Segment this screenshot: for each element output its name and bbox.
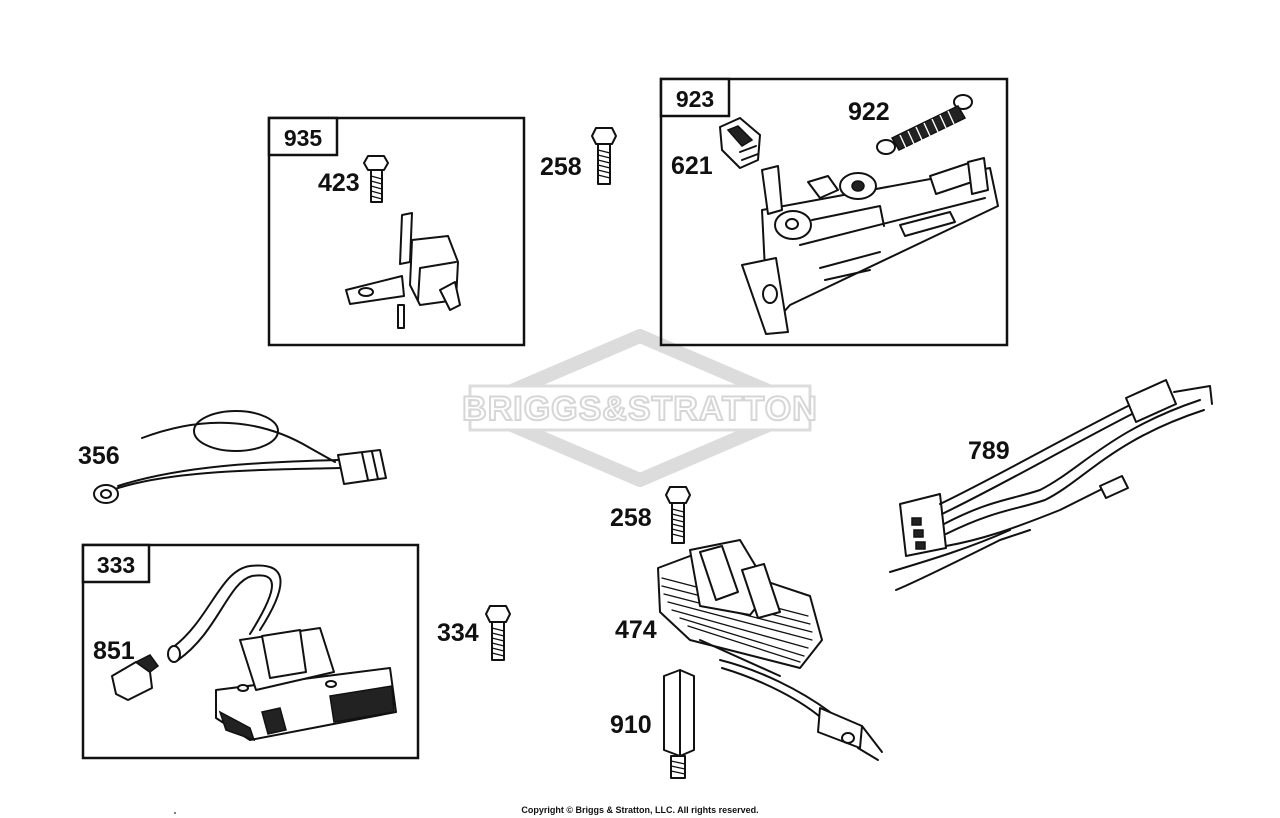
briggs-stratton-logo: BRIGGS&STRATTON	[461, 329, 818, 487]
box-label-923: 923	[676, 86, 714, 112]
box-935: 935	[267, 116, 526, 347]
callout-621: 621	[671, 152, 713, 180]
bolt-258-lower	[665, 486, 691, 544]
callout-789: 789	[968, 437, 1010, 465]
box-label-333: 333	[97, 552, 135, 578]
armature-333	[167, 564, 397, 742]
control-bracket	[741, 157, 999, 335]
spring-922	[876, 94, 973, 155]
watermark-text: BRIGGS&STRATTON	[462, 390, 818, 428]
bolt-423	[363, 155, 389, 203]
clip-621	[719, 117, 761, 169]
spacer-910	[663, 669, 695, 779]
callout-922: 922	[848, 98, 890, 126]
callout-258-top: 258	[540, 153, 582, 181]
callout-356: 356	[78, 442, 120, 470]
bolt-334	[485, 605, 511, 661]
callout-910: 910	[610, 711, 652, 739]
callout-258-lower: 258	[610, 504, 652, 532]
callout-334: 334	[437, 619, 479, 647]
copyright-notice: Copyright © Briggs & Stratton, LLC. All …	[521, 805, 759, 815]
ignition-armature-474	[657, 539, 883, 761]
callout-423: 423	[318, 169, 360, 197]
bolt-258-top	[591, 127, 617, 185]
ground-wire-356	[93, 410, 387, 504]
box-333: 333	[81, 543, 420, 760]
stray-dot	[174, 812, 176, 814]
governor-bracket	[345, 212, 461, 329]
callout-474: 474	[615, 616, 657, 644]
box-label-935: 935	[284, 125, 323, 151]
callout-851: 851	[93, 637, 135, 665]
spark-plug-boot-851	[111, 654, 160, 701]
wire-harness-789	[889, 379, 1213, 591]
box-923: 923	[659, 77, 1009, 347]
